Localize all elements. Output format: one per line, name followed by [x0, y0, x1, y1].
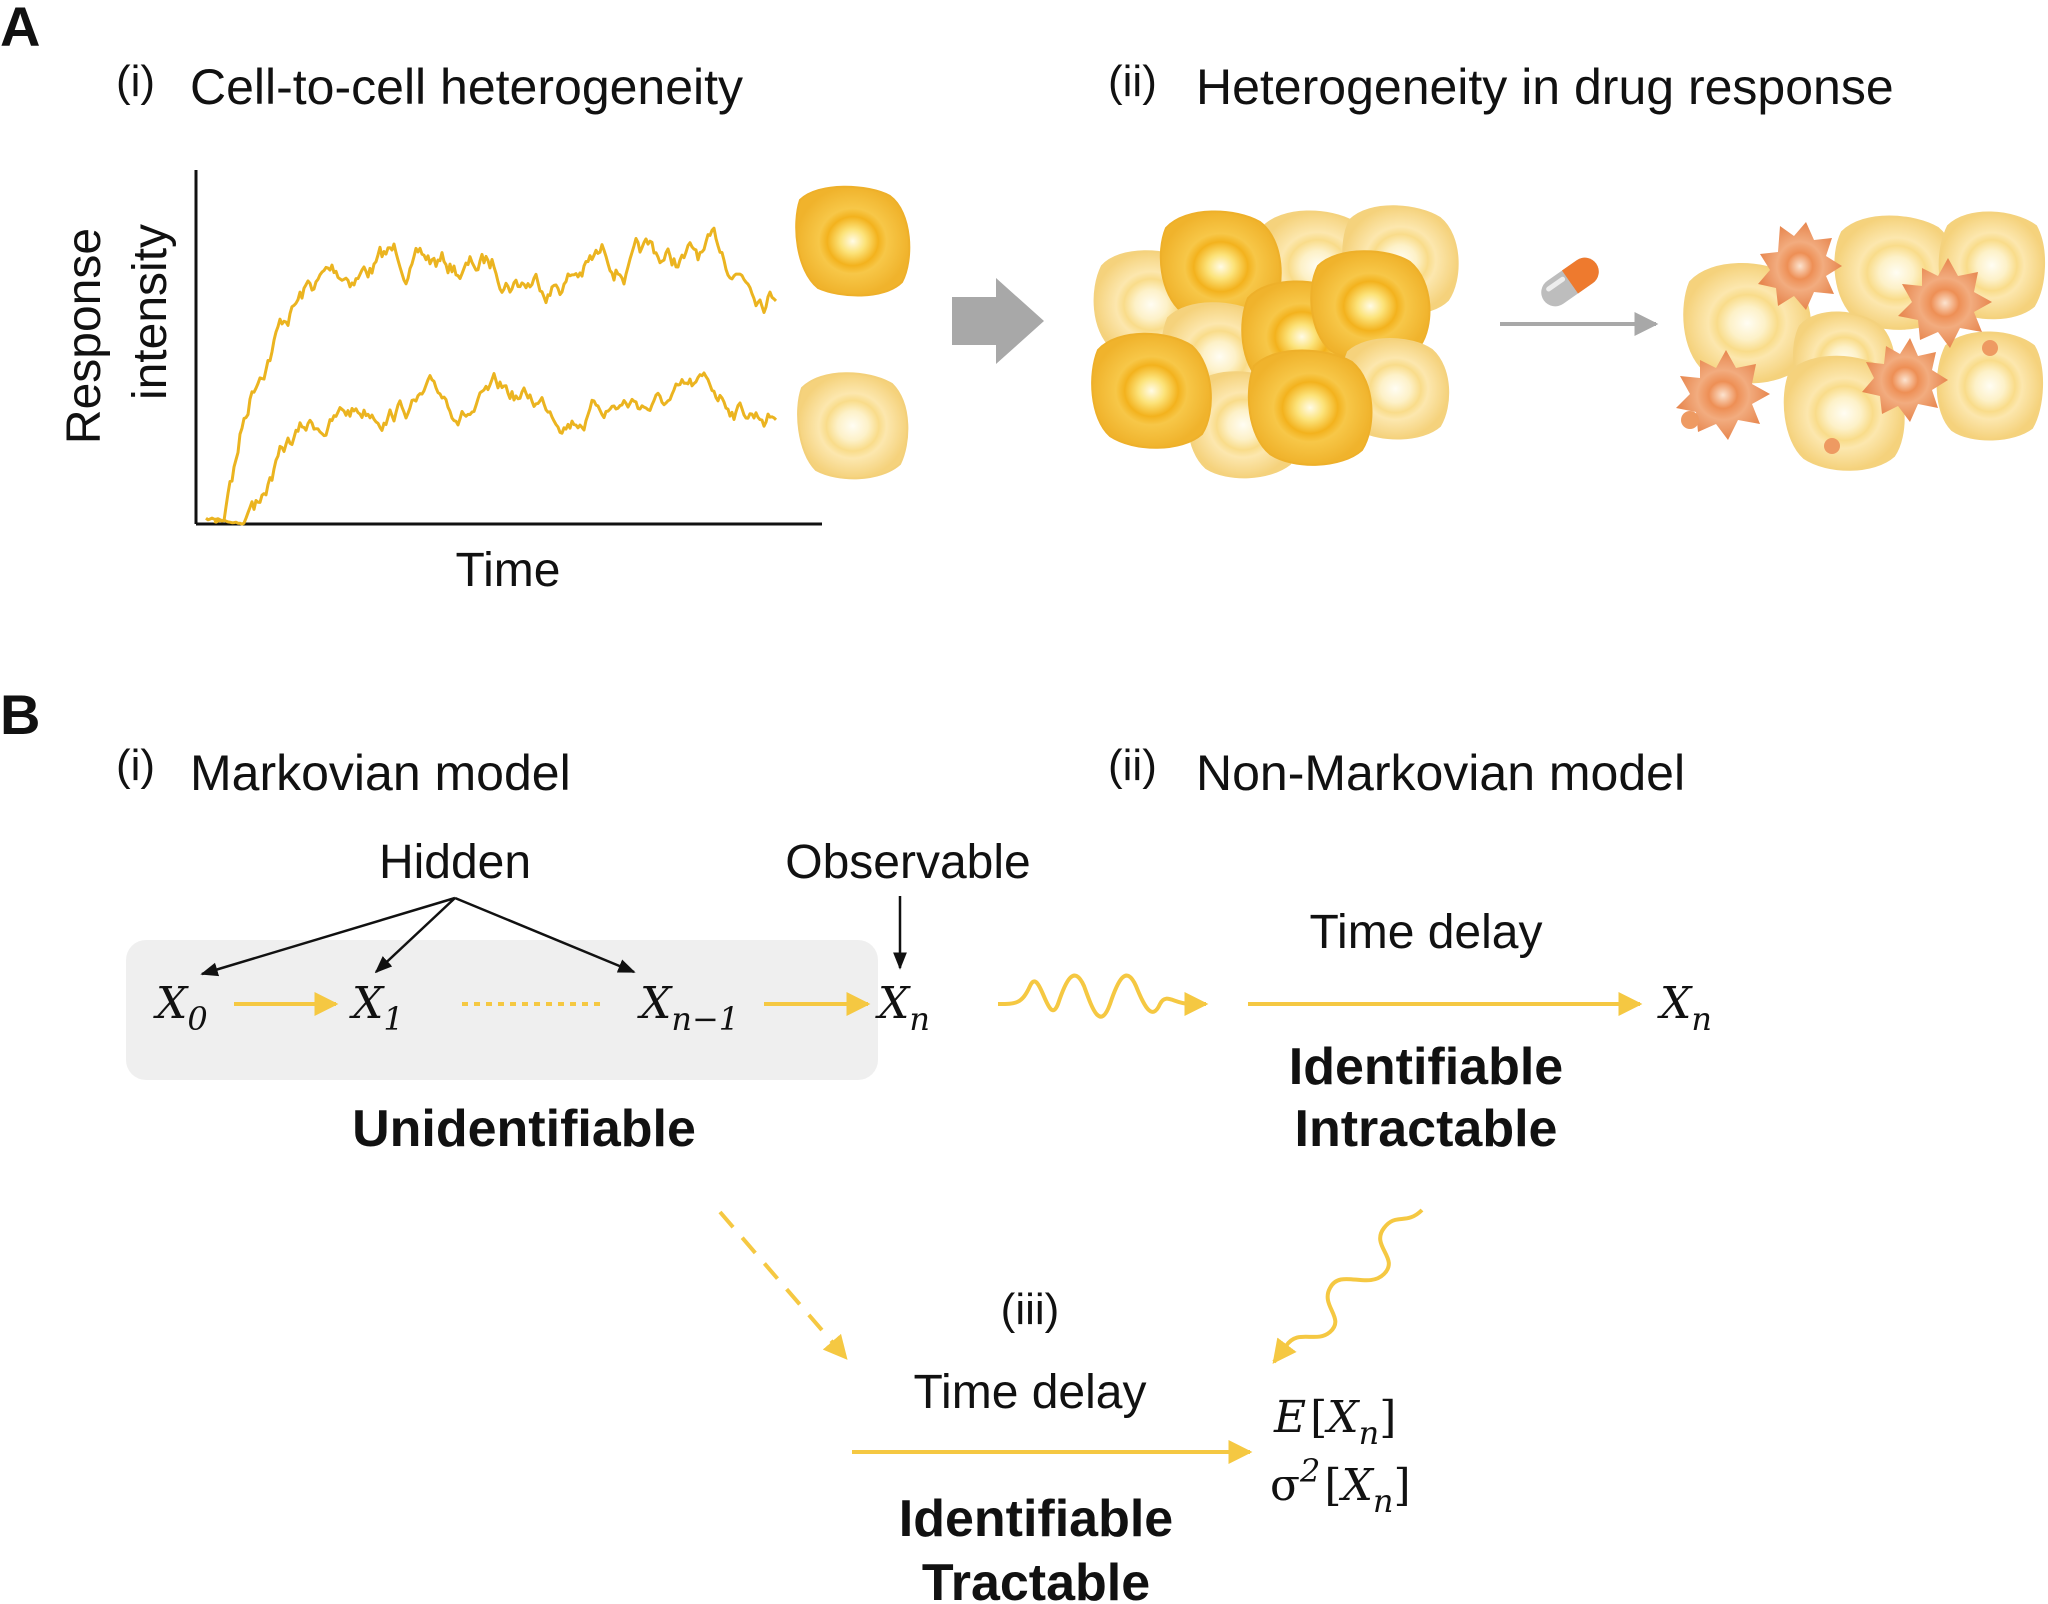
cell-cluster-icon [1091, 205, 1459, 479]
hidden-pointer-x0 [200, 896, 456, 977]
drug-capsule-icon [1541, 257, 1599, 307]
state-xn: Xn [875, 978, 930, 1038]
dying-cell [1862, 338, 1948, 422]
pale-cell-icon [797, 372, 909, 480]
unidentifiable-label: Unidentifiable [352, 1100, 696, 1158]
expectation-expression: E[Xn] [1273, 1392, 1396, 1452]
hidden-pointer-xn1 [454, 896, 636, 974]
dying-cell [1676, 350, 1770, 440]
y-axis-label-line1: Response [58, 228, 111, 444]
state-x0: X0 [153, 978, 208, 1038]
low-response-trace [213, 371, 778, 526]
dying-cell [1898, 258, 1992, 348]
panel-a-letter: A [0, 0, 40, 58]
hidden-label: Hidden [379, 836, 531, 889]
state-xn-minus-1: Xn−1 [637, 978, 739, 1038]
panel-a-ii-number: (ii) [1108, 57, 1157, 106]
intractable-label: Intractable [1295, 1100, 1558, 1158]
panel-b-ii-number: (ii) [1108, 741, 1157, 790]
treated-cluster-icon [1676, 211, 2045, 471]
y-axis-label-line2: intensity [124, 224, 177, 400]
identifiable-iii-label: Identifiable [899, 1490, 1173, 1548]
dying-cell [1758, 222, 1842, 310]
tractable-label: Tractable [922, 1554, 1150, 1604]
nonmarkov-xn: Xn [1657, 978, 1712, 1038]
bright-cell-icon [795, 185, 911, 297]
hidden-pointer-x1 [374, 897, 456, 974]
panel-b-i-number: (i) [116, 741, 155, 790]
state-x1: X1 [349, 978, 404, 1038]
x-axis-label: Time [456, 544, 561, 597]
panel-a-i-title: Cell-to-cell heterogeneity [190, 59, 743, 115]
time-delay-iii-label: Time delay [914, 1366, 1147, 1419]
time-delay-label: Time delay [1310, 906, 1543, 959]
panel-a-ii-title: Heterogeneity in drug response [1196, 59, 1894, 115]
panel-b-letter: B [0, 683, 40, 746]
dashed-arrow-to-iii [718, 1210, 848, 1360]
hidden-states-box [126, 940, 878, 1080]
squiggle-arrow-to-moments [1272, 1208, 1424, 1364]
panel-b-ii-title: Non-Markovian model [1196, 745, 1685, 801]
panel-a-i-number: (i) [116, 57, 155, 106]
panel-b-i-title: Markovian model [190, 745, 571, 801]
observable-label: Observable [785, 836, 1030, 889]
identifiable-label: Identifiable [1289, 1038, 1563, 1096]
response-plot: Response intensity Time [58, 170, 822, 597]
transition-arrow-icon [952, 278, 1044, 364]
panel-b-iii-number: (iii) [1001, 1285, 1060, 1334]
high-response-trace [205, 226, 778, 523]
variance-expression: σ2[Xn] [1270, 1452, 1411, 1520]
reduction-squiggle-arrow [997, 973, 1209, 1019]
